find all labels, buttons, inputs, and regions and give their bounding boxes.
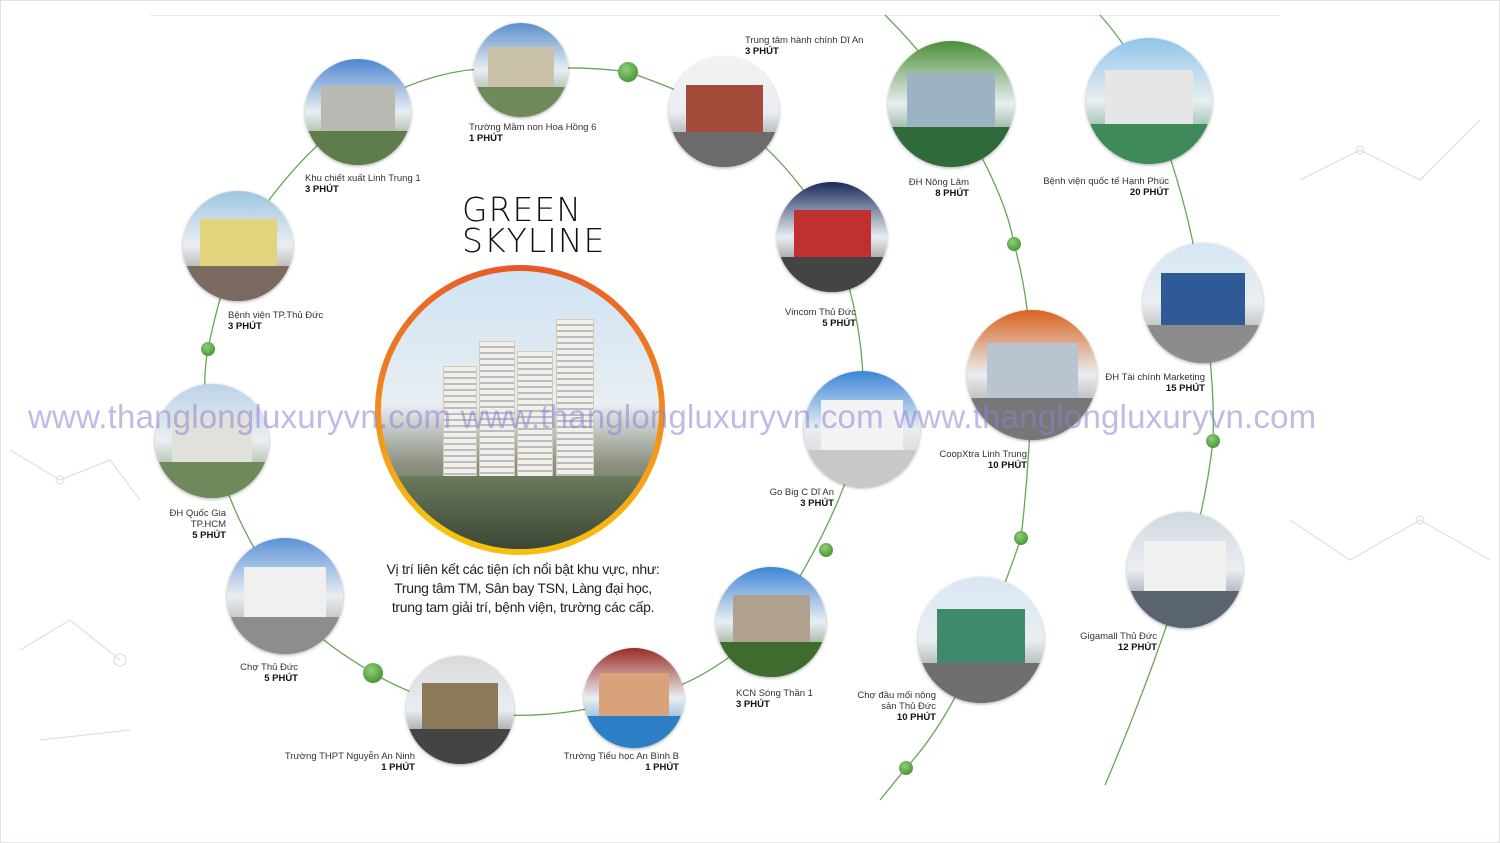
description: Vị trí liên kết các tiện ích nổi bật khu… bbox=[360, 560, 686, 617]
travel-time: 10 PHÚT bbox=[896, 712, 936, 723]
place-name: Go Big C Dĩ An bbox=[769, 487, 834, 498]
travel-time: 5 PHÚT bbox=[192, 530, 226, 541]
project-image-ring bbox=[375, 265, 665, 555]
place-photo bbox=[584, 648, 684, 748]
place-photo bbox=[155, 384, 269, 498]
travel-time: 12 PHÚT bbox=[1117, 642, 1157, 653]
travel-time: 1 PHÚT bbox=[381, 762, 415, 773]
travel-time: 3 PHÚT bbox=[745, 46, 779, 57]
place-photo bbox=[967, 310, 1097, 440]
connector-dot bbox=[1206, 434, 1220, 448]
place-name: Trường Tiểu học An Bình B bbox=[563, 751, 679, 762]
place-photo bbox=[1086, 38, 1212, 164]
connector-dot bbox=[819, 543, 833, 557]
place-name: Trường THPT Nguyễn An Ninh bbox=[284, 751, 415, 762]
travel-time: 3 PHÚT bbox=[800, 498, 834, 509]
connector-dot bbox=[1007, 237, 1021, 251]
place-name: Chợ Thủ Đức bbox=[240, 662, 298, 673]
title-line-1: GREEN bbox=[462, 190, 582, 229]
place-photo bbox=[777, 182, 887, 292]
place-name: ĐH Quốc Gia TP.HCM bbox=[169, 508, 227, 530]
travel-time: 1 PHÚT bbox=[645, 762, 679, 773]
place-name: Trung tâm hành chính Dĩ An bbox=[745, 35, 864, 46]
connector-dot bbox=[363, 663, 383, 683]
travel-time: 8 PHÚT bbox=[935, 188, 969, 199]
travel-time: 15 PHÚT bbox=[1165, 383, 1205, 394]
travel-time: 20 PHÚT bbox=[1129, 187, 1169, 198]
place-name: Khu chiết xuất Linh Trung 1 bbox=[305, 173, 421, 184]
place-photo bbox=[716, 567, 826, 677]
place-photo bbox=[888, 41, 1014, 167]
travel-time: 3 PHÚT bbox=[228, 321, 262, 332]
project-title: GREEN SKYLINE bbox=[462, 190, 606, 260]
place-photo bbox=[305, 59, 411, 165]
place-name: Trường Mầm non Hoa Hồng 6 bbox=[469, 122, 597, 133]
place-name: ĐH Tài chính Marketing bbox=[1105, 372, 1205, 383]
place-photo bbox=[669, 57, 779, 167]
place-name: Gigamall Thủ Đức bbox=[1080, 631, 1157, 642]
connector-dot bbox=[899, 761, 913, 775]
travel-time: 5 PHÚT bbox=[822, 318, 856, 329]
place-photo bbox=[804, 371, 920, 487]
travel-time: 5 PHÚT bbox=[264, 673, 298, 684]
description-line: Trung tâm TM, Sân bay TSN, Làng đại học, bbox=[394, 580, 652, 596]
description-line: trung tam giải trí, bệnh viện, trường cá… bbox=[391, 599, 655, 615]
divider bbox=[150, 15, 1280, 16]
travel-time: 3 PHÚT bbox=[736, 699, 770, 710]
place-photo bbox=[227, 538, 343, 654]
place-name: Bệnh viện quốc tế Hạnh Phúc bbox=[1043, 176, 1169, 187]
place-photo bbox=[183, 191, 293, 301]
place-photo bbox=[918, 577, 1044, 703]
description-line: Vị trí liên kết các tiện ích nổi bật khu… bbox=[386, 561, 660, 577]
travel-time: 3 PHÚT bbox=[305, 184, 339, 195]
place-photo bbox=[1127, 512, 1243, 628]
place-name: Chợ đầu mối nông sản Thủ Đức bbox=[857, 690, 936, 712]
place-photo bbox=[406, 656, 514, 764]
place-name: Vincom Thủ Đức bbox=[785, 307, 856, 318]
place-name: ĐH Nông Lâm bbox=[908, 177, 969, 188]
place-name: KCN Sóng Thần 1 bbox=[736, 688, 813, 699]
title-line-2: SKYLINE bbox=[462, 221, 606, 260]
project-render-image bbox=[381, 271, 659, 549]
travel-time: 10 PHÚT bbox=[987, 460, 1027, 471]
place-photo bbox=[1143, 243, 1263, 363]
connector-dot bbox=[201, 342, 215, 356]
place-photo bbox=[474, 23, 568, 117]
connector-dot bbox=[1014, 531, 1028, 545]
place-name: CoopXtra Linh Trung bbox=[939, 449, 1027, 460]
connector-dot bbox=[618, 62, 638, 82]
watermark: www.thanglongluxuryvn.com www.thanglongl… bbox=[28, 398, 1317, 435]
place-name: Bệnh viện TP.Thủ Đức bbox=[228, 310, 324, 321]
travel-time: 1 PHÚT bbox=[469, 133, 503, 144]
